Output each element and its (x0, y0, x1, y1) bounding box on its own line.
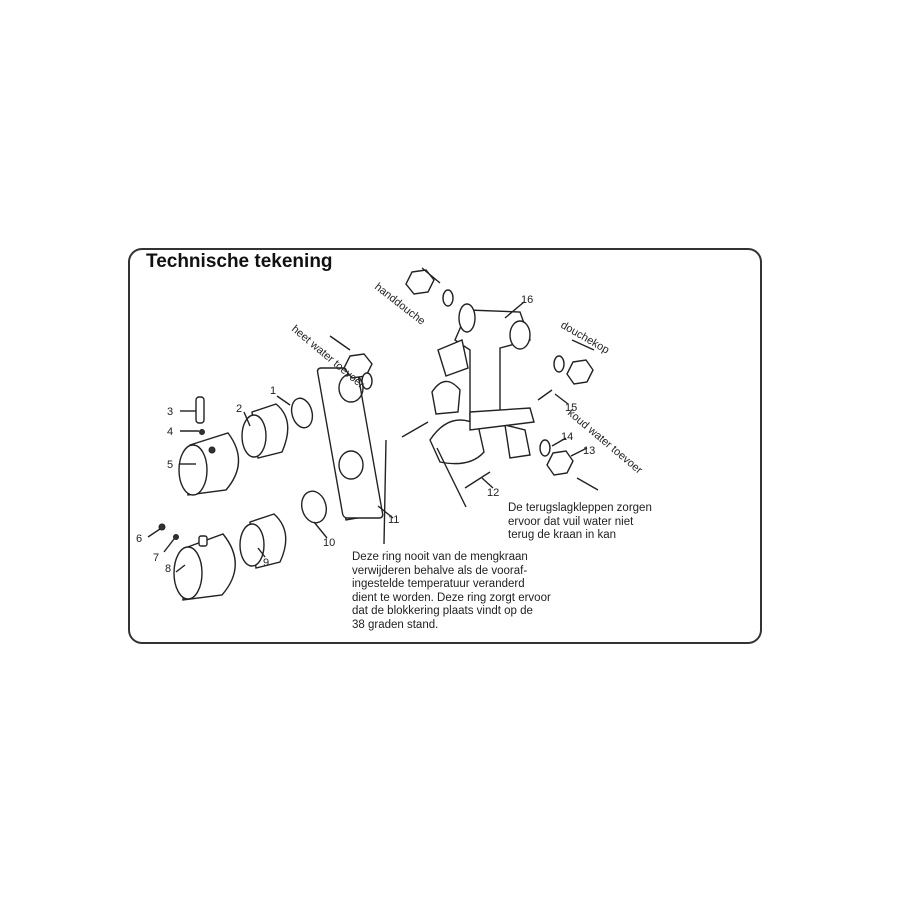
part-number-15: 15 (565, 402, 577, 414)
part-number-11: 11 (388, 514, 399, 526)
part-number-8: 8 (165, 563, 171, 575)
valve-body (429, 303, 535, 465)
label-koud-water: koud water toevoer (565, 407, 645, 477)
part-number-13: 13 (583, 445, 595, 457)
part-number-3: 3 (167, 406, 173, 418)
note-ring: Deze ring nooit van de mengkraan verwijd… (352, 551, 551, 631)
ring-top (442, 289, 454, 307)
o-ring-1 (290, 397, 314, 429)
part-number-16: 16 (521, 294, 533, 306)
handle-8 (173, 533, 236, 601)
screw-7 (173, 534, 179, 540)
screw-12 (464, 471, 491, 489)
part-number-4: 4 (167, 426, 173, 438)
nut-top (405, 269, 435, 295)
sleeve-2 (241, 403, 289, 459)
cover-plate (316, 367, 384, 521)
ring-14 (539, 439, 551, 457)
pin-3 (195, 396, 205, 424)
part-number-14: 14 (561, 431, 573, 443)
ring-douchekop (553, 355, 565, 373)
part-number-9: 9 (263, 557, 269, 569)
screw-15 (537, 389, 553, 401)
sleeve-9 (239, 513, 287, 569)
screw-6 (158, 523, 166, 531)
flow-arrows (329, 267, 599, 491)
diagram-frame (128, 248, 762, 644)
handle-5 (178, 432, 240, 496)
screw-left (401, 421, 429, 438)
part-number-5: 5 (167, 459, 173, 471)
part-number-1: 1 (270, 385, 276, 397)
part-number-6: 6 (136, 533, 142, 545)
part-number-10: 10 (323, 537, 335, 549)
note-terugslagkleppen: De terugslagkleppen zorgen ervoor dat vu… (508, 502, 652, 541)
screw-4 (199, 429, 205, 435)
diagram-title: Technische tekening (146, 251, 333, 272)
part-number-12: 12 (487, 487, 499, 499)
nut-13 (546, 450, 574, 476)
part-number-2: 2 (236, 403, 242, 415)
o-ring-10 (300, 490, 328, 524)
label-douchekop: douchekop (559, 319, 612, 356)
nut-douchekop (566, 359, 594, 385)
leader-lines (147, 301, 588, 573)
ring-hot (361, 372, 373, 390)
part-number-7: 7 (153, 552, 159, 564)
